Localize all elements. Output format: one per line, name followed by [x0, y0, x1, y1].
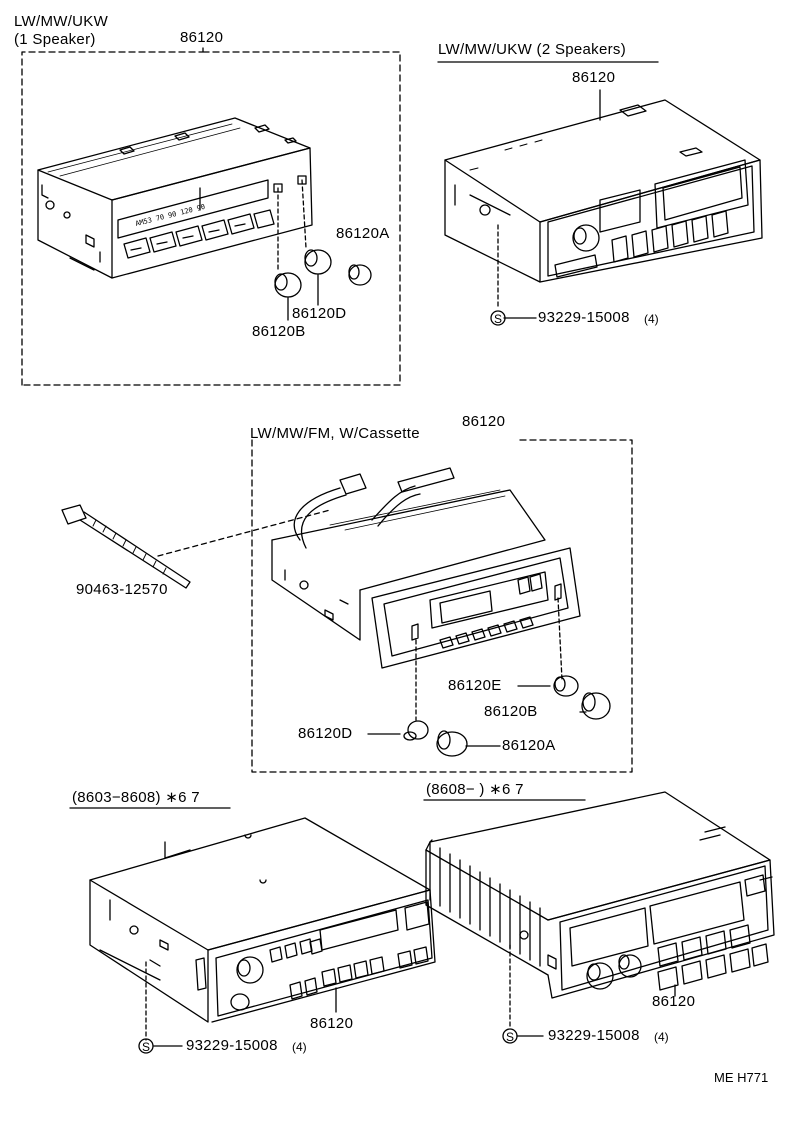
group1-knob-a-label: 86120A: [336, 225, 390, 242]
group4-title: (8603−8608) ∗6 7: [72, 789, 200, 806]
group3-knob-a-label: 86120A: [502, 737, 556, 754]
group5-screw-symbol-letter: S: [506, 1030, 515, 1044]
group2-title: LW/MW/UKW (2 Speakers): [438, 41, 627, 58]
cable-tie: [61, 504, 331, 589]
group5-screw-qty: (4): [654, 1030, 669, 1044]
radio-unit-2: [444, 89, 763, 319]
group2-screw-symbol-letter: S: [494, 312, 503, 326]
group2-screw-part: 93229-15008: [538, 309, 630, 326]
group1-knob-d-label: 86120D: [292, 305, 347, 322]
group1-part-number: 86120: [180, 29, 224, 46]
group3-frame: [251, 439, 633, 773]
group3-title: LW/MW/FM, W/Cassette: [250, 425, 420, 442]
group3-knob-b-label: 86120B: [484, 703, 538, 720]
group5-part-number: 86120: [652, 993, 696, 1010]
diagram-code: ME H771: [714, 1070, 769, 1085]
group3-knob-d-label: 86120D: [298, 725, 353, 742]
radio-unit-5: [425, 791, 775, 1037]
group3-knobs: [367, 675, 611, 757]
group4-screw-symbol: [138, 1038, 154, 1054]
group5-screw-part: 93229-15008: [548, 1027, 640, 1044]
group5-screw-symbol: [502, 1028, 518, 1044]
group2-screw-symbol: [490, 310, 506, 326]
group5-title: (8608− ) ∗6 7: [426, 781, 524, 798]
group1-title-line1: LW/MW/UKW: [14, 13, 109, 30]
group3-knob-e-label: 86120E: [448, 677, 502, 694]
group1-title-line2: (1 Speaker): [14, 31, 96, 48]
group2-screw-qty: (4): [644, 312, 659, 326]
radio-unit-1: [37, 117, 313, 279]
group1-knob-b-label: 86120B: [252, 323, 306, 340]
group4-screw-part: 93229-15008: [186, 1037, 278, 1054]
group2-part-number: 86120: [572, 69, 616, 86]
group1-knobs: [274, 179, 372, 321]
radio-unit-4: [89, 817, 436, 1047]
radio-unit-3: [271, 467, 581, 721]
group3-part-number: 86120: [462, 413, 506, 430]
group1-frame: [21, 47, 401, 386]
group4-screw-symbol-letter: S: [142, 1040, 151, 1054]
group4-part-number: 86120: [310, 1015, 354, 1032]
cable-tie-part-number: 90463-12570: [76, 581, 168, 598]
group4-screw-qty: (4): [292, 1040, 307, 1054]
